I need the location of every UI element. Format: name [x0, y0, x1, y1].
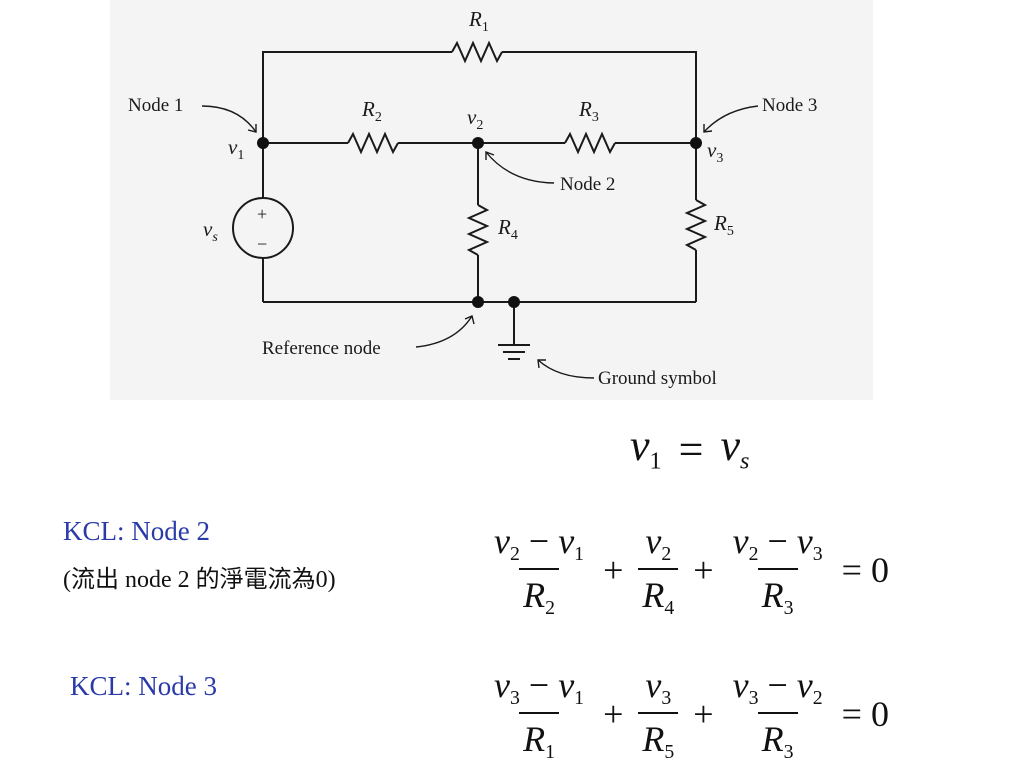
r2-label: R2 [361, 97, 382, 125]
node-3-arrow [703, 105, 759, 133]
node-3-callout: Node 3 [762, 95, 817, 116]
resistor-r3 [564, 131, 616, 155]
r1-label: R1 [468, 7, 489, 35]
ground-junction-dot [508, 296, 520, 308]
node-1-arrow [201, 105, 257, 133]
kcl-node-2-note: (流出 node 2 的淨電流為0) [63, 567, 336, 593]
source-branch: + − [232, 143, 294, 302]
r5-branch [684, 143, 708, 302]
resistor-r1 [451, 40, 503, 64]
v3-label: v3 [707, 138, 723, 166]
source-plus-sign: + [257, 204, 267, 224]
equation-kcl-node-3: v3 − v1 R1 + v3 R5 + v3 − v2 R3 = 0 [490, 664, 895, 764]
r5-label: R5 [713, 211, 734, 239]
r3-label: R3 [578, 97, 599, 125]
reference-node-dot [472, 296, 484, 308]
ground-symbol [498, 302, 530, 360]
kcl-node-2-title: KCL: Node 2 [63, 516, 210, 546]
circuit-diagram: + − R1 R2 R3 R4 R5 v1 v2 v3 vs Node 1 No… [110, 0, 873, 400]
reference-node-callout: Reference node [262, 338, 381, 359]
equation-kcl-node-2: v2 − v1 R2 + v2 R4 + v2 − v3 R3 = 0 [490, 520, 895, 620]
resistor-r4 [466, 204, 490, 256]
v2-label: v2 [467, 105, 483, 133]
term-3: v2 − v3 R3 [732, 521, 823, 619]
resistor-r5 [684, 199, 708, 251]
term-2: v3 R5 [638, 664, 679, 764]
ground-callout: Ground symbol [598, 368, 717, 389]
node-2-callout: Node 2 [560, 174, 615, 195]
ground-arrow [537, 359, 595, 379]
node-1-dot [257, 137, 269, 149]
v1-label: v1 [228, 135, 244, 163]
equation-v1-equals-vs: v1 = vs [630, 421, 750, 475]
node-3-dot [690, 137, 702, 149]
r4-label: R4 [497, 215, 518, 243]
source-minus-sign: − [257, 234, 267, 254]
node-2-dot [472, 137, 484, 149]
resistor-r2 [347, 131, 399, 155]
node-1-callout: Node 1 [128, 95, 183, 116]
kcl-node-3-title: KCL: Node 3 [70, 671, 217, 701]
vs-label: vs [203, 217, 218, 245]
diagram-background [110, 0, 873, 400]
r4-branch [466, 143, 490, 302]
node-2-arrow [485, 151, 555, 184]
term-1: v2 − v1 R2 [494, 521, 585, 619]
reference-node-arrow [415, 315, 473, 348]
term-3: v3 − v2 R3 [732, 665, 823, 763]
top-branch [262, 40, 697, 143]
term-1: v3 − v1 R1 [494, 665, 585, 763]
term-2: v2 R4 [638, 520, 679, 620]
